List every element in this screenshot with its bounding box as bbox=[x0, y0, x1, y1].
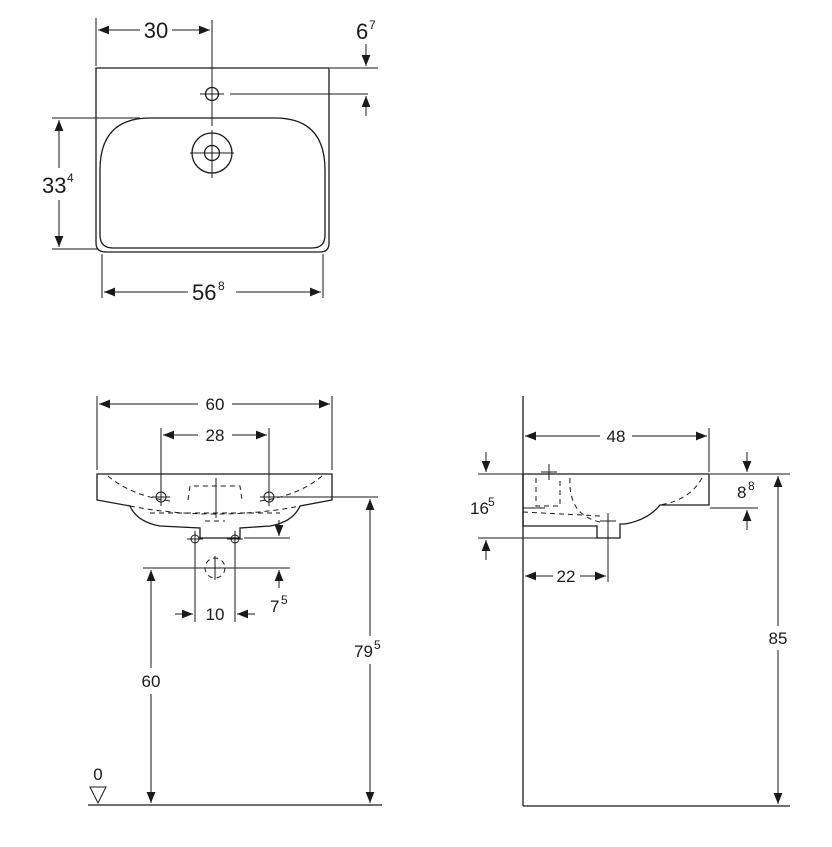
top-view: 30 6 7 33 4 56 8 bbox=[42, 18, 378, 305]
side-depth-label: 48 bbox=[607, 427, 626, 446]
top-height-label: 85 bbox=[769, 629, 788, 648]
basin-outline-front bbox=[96, 473, 333, 539]
tap-setback-label: 6 bbox=[356, 19, 368, 44]
front-view: 60 28 7 5 10 60 79 5 0 bbox=[88, 395, 382, 806]
depth-label: 33 bbox=[42, 173, 66, 198]
bowl-outline-top bbox=[99, 117, 326, 249]
drain-offset-label: 22 bbox=[557, 567, 576, 586]
overall-width-label: 60 bbox=[206, 395, 225, 414]
side-view: 48 22 16 5 8 8 85 bbox=[470, 396, 790, 807]
body-height-sup: 5 bbox=[488, 495, 495, 509]
basin-outline-side bbox=[522, 473, 710, 539]
drain-drop-label: 7 bbox=[270, 597, 279, 616]
rim-height-label: 79 bbox=[354, 642, 373, 661]
rim-thickness-sup: 8 bbox=[748, 479, 755, 493]
width-sup: 8 bbox=[218, 279, 225, 293]
rim-height-sup: 5 bbox=[374, 638, 381, 652]
floor-level-label: 0 bbox=[93, 765, 102, 784]
waste-point-side bbox=[600, 513, 616, 545]
floor-level-marker bbox=[89, 786, 107, 805]
waste-point-left bbox=[187, 531, 203, 547]
tap-offset-label: 30 bbox=[144, 18, 168, 43]
basin-outline-top bbox=[95, 67, 330, 253]
depth-sup: 4 bbox=[67, 171, 74, 185]
rim-thickness-label: 8 bbox=[737, 483, 746, 502]
drain-drop-sup: 5 bbox=[281, 593, 288, 607]
tap-setback-sup: 7 bbox=[369, 18, 376, 32]
drain-height-label: 60 bbox=[142, 672, 161, 691]
body-height-label: 16 bbox=[470, 499, 489, 518]
drain-spacing-label: 10 bbox=[206, 605, 225, 624]
tap-point-side bbox=[541, 464, 557, 480]
width-label: 56 bbox=[192, 280, 216, 305]
waste-point-right bbox=[227, 531, 243, 547]
fixing-spacing-label: 28 bbox=[206, 426, 225, 445]
